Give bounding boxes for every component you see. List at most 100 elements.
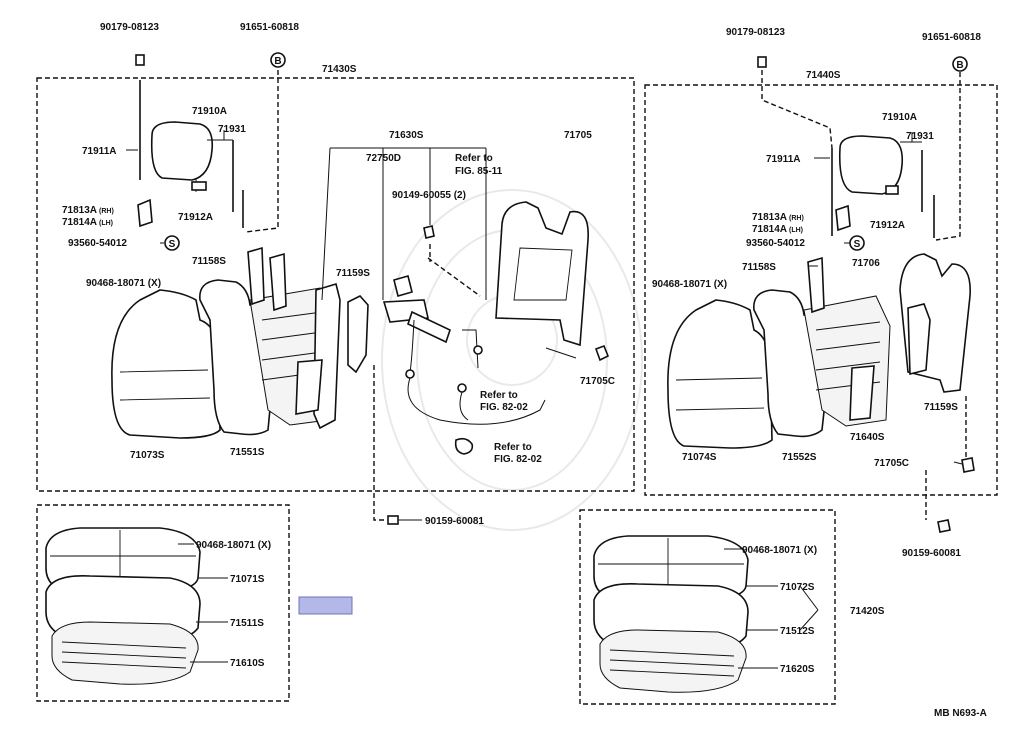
label-71430s: 71430S (322, 64, 357, 75)
s-mark-left-text: S (169, 239, 176, 250)
right-cushion-boundary (579, 509, 836, 705)
label-71511s: 71511S (230, 618, 264, 629)
label-71159s-left: 71159S (336, 268, 370, 279)
leader-90159-left (373, 365, 386, 521)
label-71620s: 71620S (780, 664, 815, 675)
label-91651-60818-left: 91651-60818 (240, 22, 299, 33)
label-71813a-left: 71813A (62, 205, 97, 216)
label-71814a-right-suffix: (LH) (789, 227, 803, 234)
bracket-lines-71630s (321, 147, 487, 301)
label-71814a-left: 71814A (62, 217, 97, 228)
leader-right-b (935, 72, 961, 241)
label-72750d: 72750D (366, 153, 401, 164)
label-71931-left: 71931 (218, 124, 246, 135)
right-assembly-boundary (644, 84, 998, 496)
nut-right-90179 (757, 56, 767, 68)
b-mark-left-text: B (274, 56, 281, 67)
left-assembly-boundary (36, 77, 635, 492)
recliner-right-71640s (849, 365, 875, 421)
headrest-right (838, 135, 904, 195)
label-71910a-right: 71910A (882, 112, 917, 123)
label-90468-18071-d: 90468-18071 (X) (742, 545, 817, 556)
label-71610s: 71610S (230, 658, 265, 669)
headrest-left (150, 121, 214, 192)
b-mark-left (270, 52, 286, 68)
cover-right-71159s (907, 303, 931, 376)
leader-left-b (245, 70, 279, 233)
label-71159s-right: 71159S (924, 402, 958, 413)
diagram-id: MB N693-A (934, 708, 987, 719)
label-fig-85-11: FIG. 85-11 (455, 166, 503, 177)
label-71814a-right: 71814A (752, 224, 787, 235)
label-71813a-left-suffix: (RH) (99, 208, 114, 215)
label-71551s: 71551S (230, 447, 265, 458)
label-93560-54012-left: 93560-54012 (68, 238, 127, 249)
b-mark-right (952, 56, 968, 72)
bolt-left-71705c (594, 344, 610, 362)
screw-90149 (423, 225, 435, 239)
label-71630s: 71630S (389, 130, 424, 141)
label-71814a-left-suffix: (LH) (99, 220, 113, 227)
cushion-left (45, 527, 201, 685)
selection-highlight (298, 596, 353, 615)
leader-71910a-left (207, 130, 233, 141)
label-90468-18071-c: 90468-18071 (X) (652, 279, 727, 290)
label-71813a-right: 71813A (752, 212, 787, 223)
label-71158s-right: 71158S (742, 262, 776, 273)
label-91651-60818-right: 91651-60818 (922, 32, 981, 43)
label-71072s: 71072S (780, 582, 815, 593)
seat-frame-71705 (495, 201, 589, 347)
label-71420s: 71420S (850, 606, 885, 617)
label-71512s: 71512S (780, 626, 815, 637)
motor-72750d (393, 275, 413, 297)
label-90149-60055: 90149-60055 (2) (392, 190, 466, 201)
recliner-cover-left (295, 359, 323, 415)
labels-left: 90179-08123 91651-60818 71430S 71910A 71… (62, 22, 615, 669)
label-71074s: 71074S (682, 452, 717, 463)
nut-left-90179 (135, 54, 145, 66)
seat-back-cover-right-71074s (667, 299, 773, 449)
label-71912a-left: 71912A (178, 212, 213, 223)
seat-back-cover-left-71073s (111, 289, 221, 439)
label-71813a-right-suffix: (RH) (789, 215, 804, 222)
label-71640s: 71640S (850, 432, 885, 443)
label-71911a-left: 71911A (82, 146, 116, 157)
label-90159-60081-right: 90159-60081 (902, 548, 961, 559)
label-fig-82-02-a: FIG. 82-02 (480, 402, 528, 413)
clip-refer-82 (454, 437, 474, 455)
label-71440s: 71440S (806, 70, 841, 81)
label-71706: 71706 (852, 258, 880, 269)
labels-right: 90179-08123 91651-60818 71440S 71910A 71… (652, 27, 981, 675)
cushion-right (593, 535, 749, 693)
label-refer-to-85: Refer to (455, 153, 493, 164)
label-71910a-left: 71910A (192, 106, 227, 117)
label-71931-right: 71931 (906, 131, 934, 142)
leader-right-90179 (761, 70, 833, 149)
label-refer-to-82-b: Refer to (494, 442, 532, 453)
bracket-left-71813a (137, 198, 153, 228)
leader-90149 (427, 244, 481, 297)
guide-left-71158s (247, 246, 265, 306)
label-93560-54012-right: 93560-54012 (746, 238, 805, 249)
seat-back-side-left (313, 282, 341, 430)
label-90179-08123-left: 90179-08123 (100, 22, 159, 33)
s-mark-left (164, 235, 180, 251)
label-71552s: 71552S (782, 452, 817, 463)
cover-left-71159s (347, 295, 369, 374)
bolt-right-71705c (961, 457, 975, 473)
label-71158s-left: 71158S (192, 256, 226, 267)
label-71911a-right: 71911A (766, 154, 800, 165)
label-90468-18071-b: 90468-18071 (X) (196, 540, 271, 551)
label-71912a-right: 71912A (870, 220, 905, 231)
label-71705: 71705 (564, 130, 592, 141)
label-90468-18071-a: 90468-18071 (X) (86, 278, 161, 289)
label-71071s: 71071S (230, 574, 265, 585)
s-mark-right-text: S (854, 239, 861, 250)
label-90179-08123-right: 90179-08123 (726, 27, 785, 38)
label-90159-60081-left: 90159-60081 (425, 516, 484, 527)
label-refer-to-82-a: Refer to (480, 390, 518, 401)
label-fig-82-02-b: FIG. 82-02 (494, 454, 542, 465)
label-71073s: 71073S (130, 450, 165, 461)
b-mark-right-text: B (956, 60, 963, 71)
